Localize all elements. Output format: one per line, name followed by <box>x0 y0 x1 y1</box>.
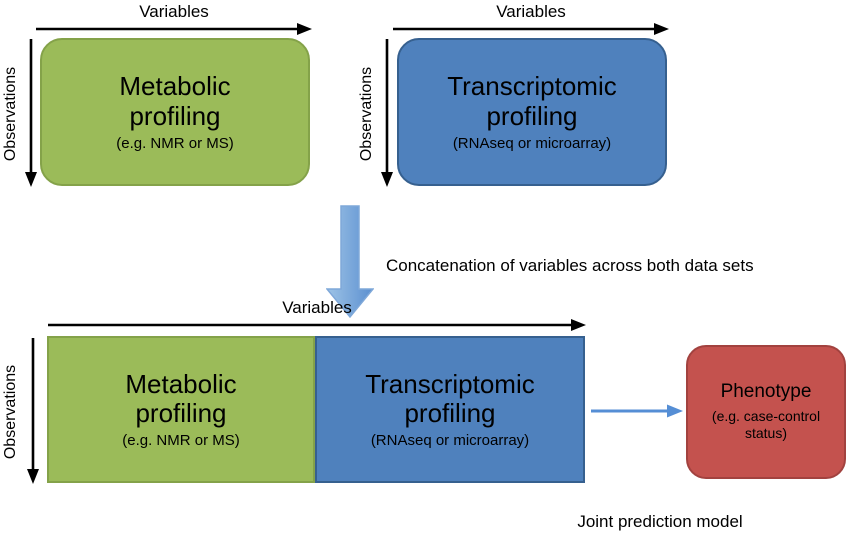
top-right-observations-arrow-icon <box>381 39 393 187</box>
top-right-variables-label: Variables <box>496 2 566 21</box>
transcriptomic-subtitle-bottom: (RNAseq or microarray) <box>370 432 530 450</box>
transcriptomic-profiling-box-top: Transcriptomic profiling (RNAseq or micr… <box>397 38 667 186</box>
top-right-observations-label: Observations <box>358 66 375 162</box>
transcriptomic-title: Transcriptomic profiling <box>447 71 617 131</box>
phenotype-arrow-icon <box>591 404 683 418</box>
phenotype-subtitle: (e.g. case-control status) <box>711 407 821 442</box>
bottom-variables-arrow-icon <box>48 319 586 331</box>
top-right-variables-arrow-icon <box>393 23 669 35</box>
bottom-observations-arrow-icon <box>27 338 39 484</box>
metabolic-title-bottom: Metabolic profiling <box>125 368 237 428</box>
top-left-variables-arrow-icon <box>36 23 312 35</box>
metabolic-title: Metabolic profiling <box>119 71 231 131</box>
top-left-observations-label: Observations <box>2 66 19 162</box>
transcriptomic-title-bottom: Transcriptomic profiling <box>365 368 535 428</box>
concatenation-caption: Concatenation of variables across both d… <box>386 256 754 275</box>
top-left-observations-arrow-icon <box>25 39 37 187</box>
joint-prediction-caption: Joint prediction model <box>577 512 743 531</box>
phenotype-title: Phenotype <box>720 381 812 403</box>
metabolic-profiling-box-bottom: Metabolic profiling (e.g. NMR or MS) <box>47 336 315 483</box>
transcriptomic-subtitle: (RNAseq or microarray) <box>452 134 612 152</box>
metabolic-profiling-box-top: Metabolic profiling (e.g. NMR or MS) <box>40 38 310 186</box>
concatenation-down-arrow-icon <box>326 205 374 319</box>
transcriptomic-profiling-box-bottom: Transcriptomic profiling (RNAseq or micr… <box>315 336 585 483</box>
metabolic-subtitle-bottom: (e.g. NMR or MS) <box>122 432 240 450</box>
top-left-variables-label: Variables <box>139 2 209 21</box>
phenotype-box: Phenotype (e.g. case-control status) <box>686 345 846 479</box>
bottom-observations-label: Observations <box>2 364 19 460</box>
metabolic-subtitle: (e.g. NMR or MS) <box>116 134 234 152</box>
bottom-variables-label: Variables <box>282 298 352 317</box>
